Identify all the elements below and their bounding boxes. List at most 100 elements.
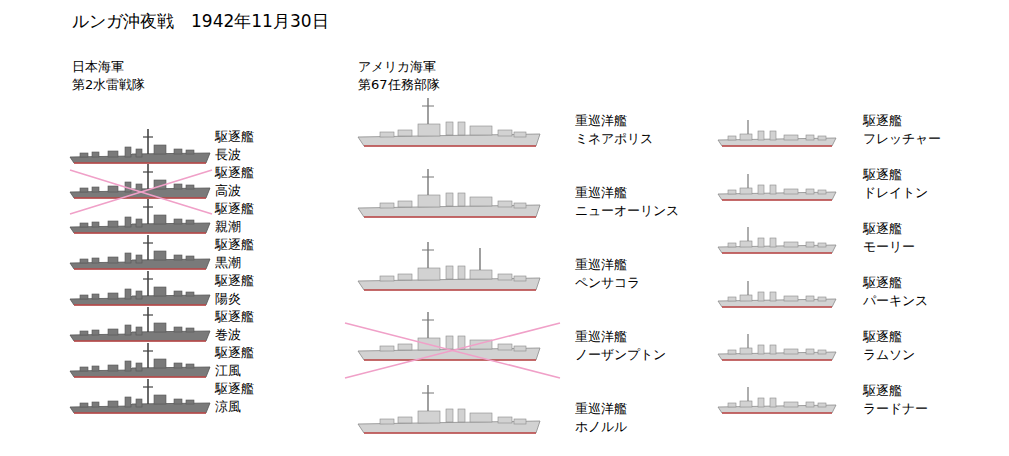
ship-name: フレッチャー bbox=[863, 130, 941, 148]
ship-name: 陽炎 bbox=[215, 290, 241, 308]
deckhouse bbox=[784, 242, 798, 247]
mast-yard bbox=[422, 250, 434, 251]
superstructure bbox=[418, 268, 440, 280]
gun-turret bbox=[80, 331, 88, 335]
ship-name: 江風 bbox=[215, 362, 241, 380]
mast-yard bbox=[143, 242, 153, 243]
mast bbox=[427, 242, 428, 268]
mast bbox=[747, 227, 748, 241]
superstructure bbox=[418, 195, 440, 207]
bridge bbox=[154, 359, 166, 368]
ship-type: 駆逐艦 bbox=[863, 382, 902, 400]
funnel bbox=[125, 253, 131, 263]
gun-turret bbox=[498, 130, 512, 136]
mast-yard bbox=[422, 393, 434, 394]
gun-turret bbox=[806, 189, 814, 194]
waterline bbox=[364, 216, 536, 218]
gun-turret bbox=[380, 276, 394, 281]
gun-turret bbox=[806, 349, 814, 354]
mast-yard bbox=[143, 171, 153, 172]
bridge bbox=[154, 395, 166, 404]
gun-turret bbox=[174, 363, 182, 368]
gun-turret bbox=[398, 130, 412, 136]
gun-turret bbox=[380, 203, 394, 208]
ship-name: ノーザンプトン bbox=[575, 346, 666, 364]
unit-name: 第2水雷戦隊 bbox=[72, 76, 145, 94]
mast bbox=[747, 334, 748, 348]
bridge bbox=[154, 287, 166, 296]
ship-name: ペンサコラ bbox=[575, 274, 640, 292]
mast bbox=[147, 271, 149, 296]
superstructure bbox=[740, 188, 752, 194]
deckhouse bbox=[108, 329, 118, 335]
waterline bbox=[722, 199, 832, 201]
mast bbox=[427, 98, 428, 124]
ship-type: 駆逐艦 bbox=[863, 274, 902, 292]
ship-name: 巻波 bbox=[215, 326, 241, 344]
mast bbox=[147, 129, 149, 154]
ship-name: 長波 bbox=[215, 146, 241, 164]
gun-turret bbox=[92, 402, 99, 407]
ship-type: 駆逐艦 bbox=[215, 200, 254, 218]
mast-yard bbox=[143, 278, 153, 279]
funnel bbox=[125, 361, 131, 371]
waterline bbox=[74, 268, 206, 270]
gun-turret bbox=[186, 292, 194, 296]
waterline bbox=[364, 432, 536, 434]
ship-name: ミネアポリス bbox=[575, 130, 653, 148]
bridge bbox=[154, 215, 166, 224]
ship-type: 駆逐艦 bbox=[215, 344, 254, 362]
gun-turret bbox=[818, 136, 826, 140]
gun-turret bbox=[498, 417, 512, 423]
superstructure bbox=[740, 295, 752, 301]
gun-turret bbox=[514, 276, 526, 281]
ship-type: 駆逐艦 bbox=[215, 236, 254, 254]
funnel bbox=[136, 149, 142, 157]
gun-turret bbox=[174, 255, 182, 260]
ship-type: 重巡洋艦 bbox=[575, 112, 627, 130]
gun-turret bbox=[174, 327, 182, 332]
mast bbox=[747, 281, 748, 295]
gun-turret bbox=[174, 149, 182, 154]
waterline bbox=[74, 197, 206, 199]
funnel bbox=[136, 291, 142, 299]
ship-name: ホノルル bbox=[575, 418, 627, 436]
superstructure bbox=[740, 134, 752, 140]
superstructure bbox=[740, 348, 752, 354]
superstructure bbox=[740, 241, 752, 247]
funnel bbox=[770, 185, 776, 194]
funnel bbox=[770, 131, 776, 140]
gun-turret bbox=[818, 297, 826, 301]
bridge bbox=[154, 323, 166, 332]
gun-turret bbox=[398, 417, 412, 423]
ship-type: 駆逐艦 bbox=[863, 220, 902, 238]
gun-turret bbox=[514, 346, 526, 351]
mast bbox=[427, 312, 428, 338]
waterline bbox=[74, 232, 206, 234]
ship-name: モーリー bbox=[863, 238, 915, 256]
gun-turret bbox=[498, 344, 512, 350]
ship-type: 駆逐艦 bbox=[863, 112, 902, 130]
ship-name: 黒潮 bbox=[215, 254, 241, 272]
gun-turret bbox=[818, 350, 826, 354]
waterline bbox=[74, 340, 206, 342]
funnel bbox=[758, 398, 764, 407]
superstructure bbox=[470, 126, 492, 135]
ship-name: 涼風 bbox=[215, 398, 241, 416]
gun-turret bbox=[806, 402, 814, 407]
superstructure bbox=[470, 197, 492, 206]
superstructure bbox=[470, 413, 492, 422]
gun-turret bbox=[728, 350, 736, 354]
mast-yard bbox=[143, 386, 153, 387]
mast bbox=[147, 343, 149, 368]
mast bbox=[147, 164, 149, 189]
funnel bbox=[125, 397, 131, 407]
deckhouse bbox=[108, 221, 118, 227]
mast bbox=[147, 199, 149, 224]
gun-turret bbox=[80, 153, 88, 157]
gun-turret bbox=[818, 190, 826, 194]
waterline bbox=[74, 162, 206, 164]
mast bbox=[147, 379, 149, 404]
gun-turret bbox=[728, 297, 736, 301]
gun-turret bbox=[514, 419, 526, 424]
